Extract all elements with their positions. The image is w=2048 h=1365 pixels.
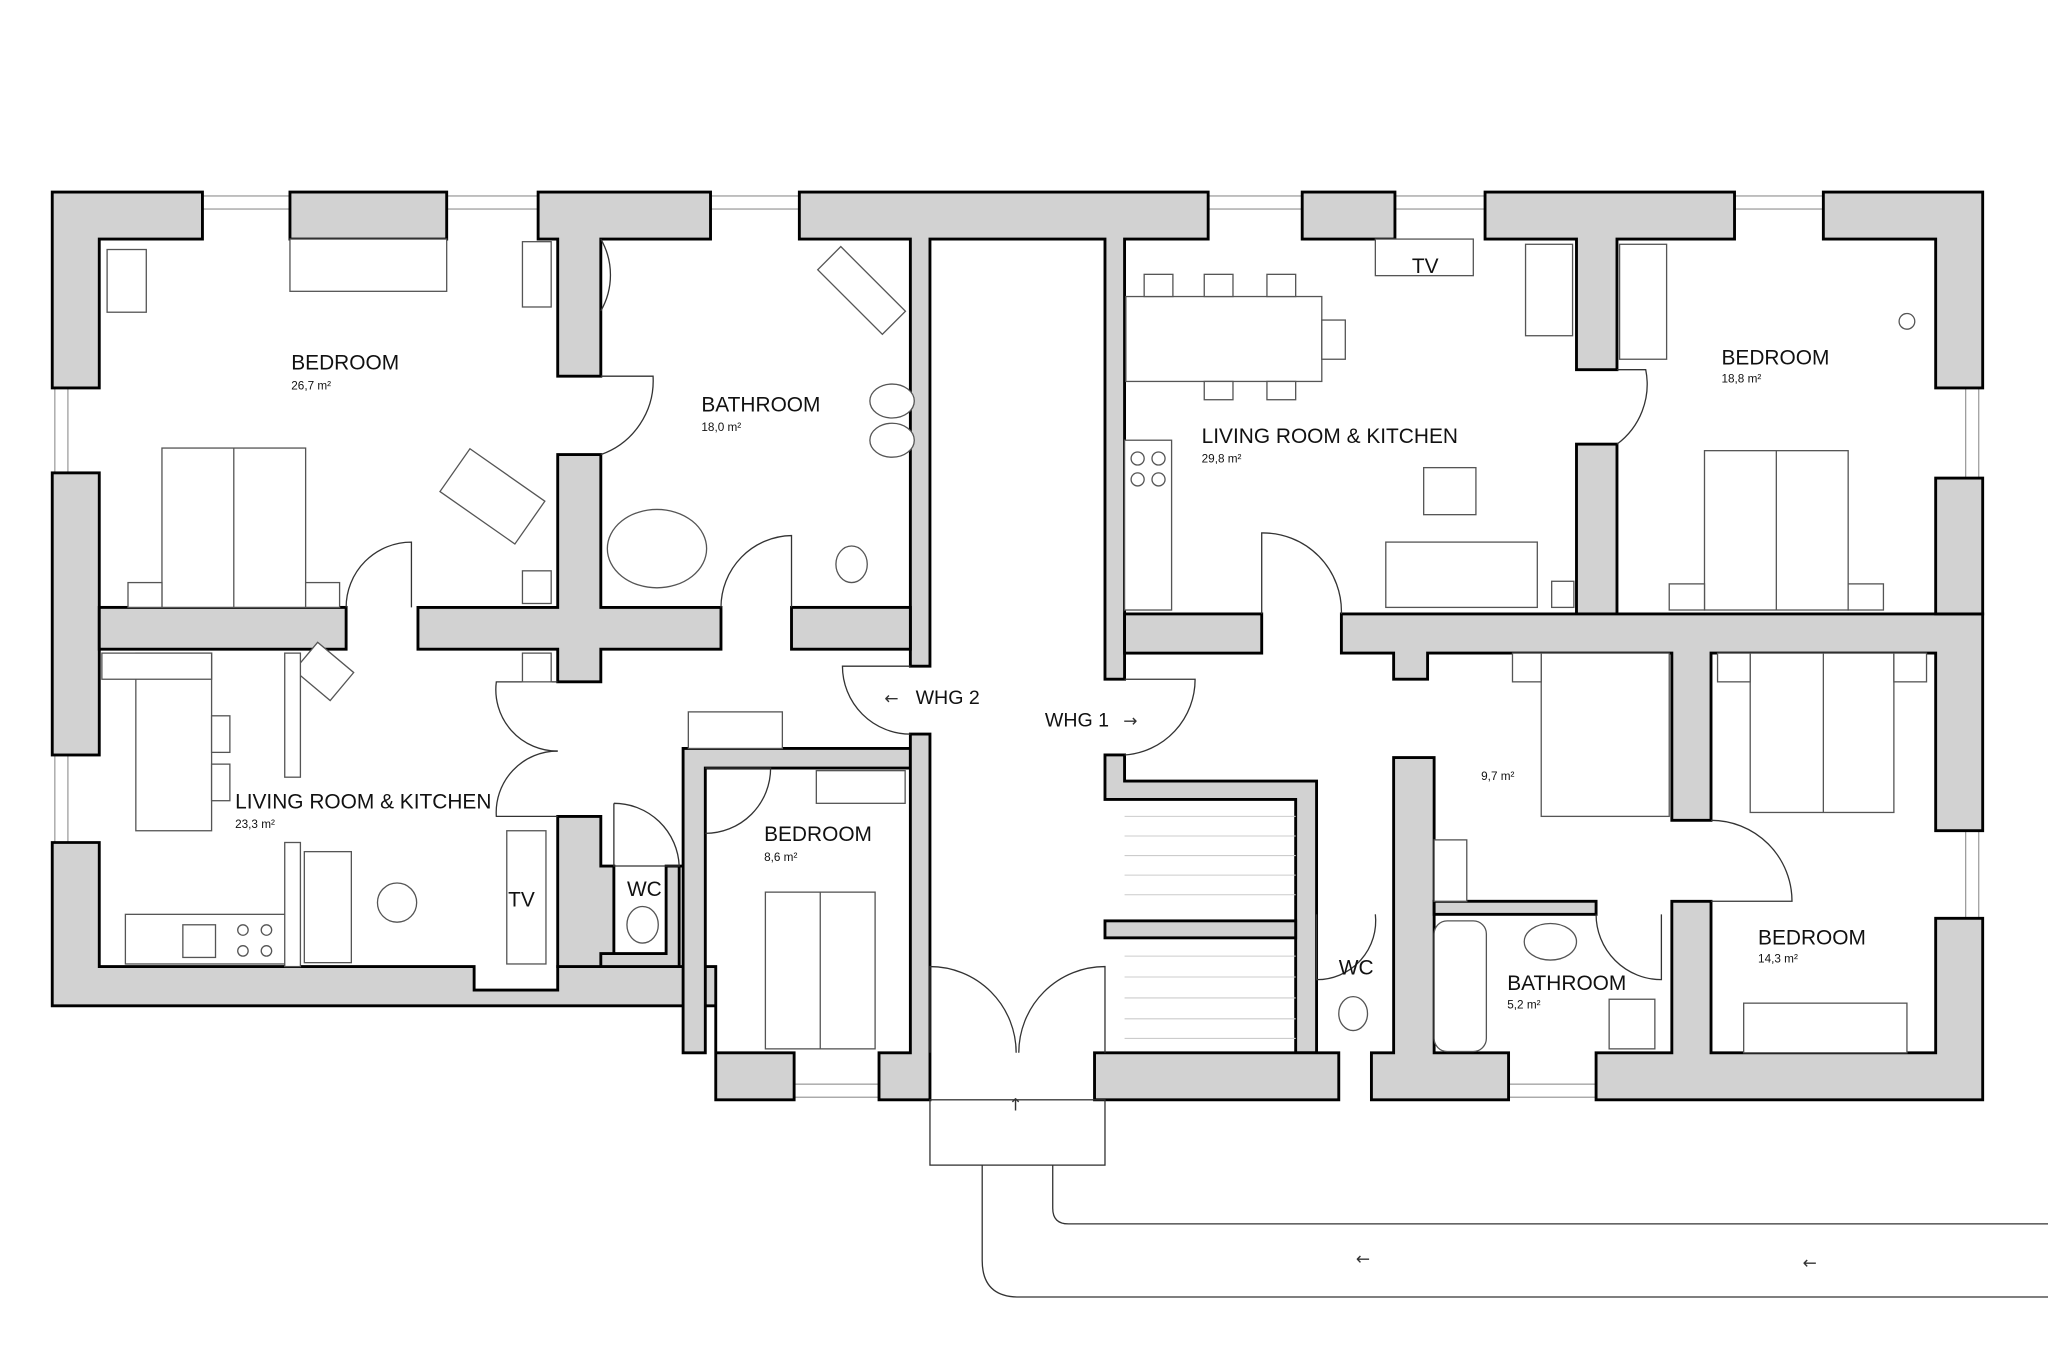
kitchen-counter bbox=[135, 652, 213, 832]
room-area: 29,8 m² bbox=[1202, 452, 1242, 465]
room-name: WC bbox=[627, 878, 662, 901]
tv-stand bbox=[506, 830, 547, 965]
room-area: 18,0 m² bbox=[701, 421, 741, 434]
doors[interactable] bbox=[345, 238, 1793, 1053]
toilet bbox=[835, 545, 868, 584]
arrow-up-icon: ↑ bbox=[1008, 1095, 1022, 1115]
arrow-right-icon: → bbox=[1123, 711, 1137, 731]
bathtub bbox=[1433, 920, 1488, 1053]
room-name: BEDROOM bbox=[764, 823, 872, 846]
room-name: BEDROOM bbox=[1758, 926, 1866, 949]
coffee-table bbox=[376, 882, 418, 923]
room-name: BEDROOM bbox=[291, 352, 399, 375]
room-name: BATHROOM bbox=[1507, 972, 1626, 995]
room-name: BEDROOM bbox=[1721, 346, 1829, 369]
room-name: WC bbox=[1339, 956, 1374, 979]
sofa bbox=[303, 850, 352, 964]
room-area: 14,3 m² bbox=[1758, 953, 1798, 966]
tv-stand bbox=[1374, 238, 1474, 277]
arrow-left-icon: ← bbox=[884, 689, 898, 709]
windows bbox=[54, 195, 1980, 1098]
entrance-path bbox=[929, 1099, 2048, 1298]
room-area: 8,6 m² bbox=[764, 851, 797, 864]
room-area: 9,7 m² bbox=[1481, 770, 1514, 783]
room-name: LIVING ROOM & KITCHEN bbox=[1202, 425, 1458, 448]
unit-label-whg1: WHG 1 bbox=[1045, 709, 1109, 731]
tv-label: TV bbox=[1412, 255, 1439, 278]
sink bbox=[1523, 922, 1578, 961]
room-area: 26,7 m² bbox=[291, 379, 331, 392]
room-labels: BEDROOM 26,7 m² BATHROOM 18,0 m² LIVING … bbox=[235, 255, 1866, 1273]
staircase bbox=[1124, 815, 1296, 1039]
room-area: 5,2 m² bbox=[1507, 998, 1540, 1011]
room-area: 23,3 m² bbox=[235, 818, 275, 831]
room-name: LIVING ROOM & KITCHEN bbox=[235, 791, 491, 814]
bathtub bbox=[606, 508, 708, 589]
sofa bbox=[1385, 541, 1538, 609]
dining-table bbox=[1125, 295, 1323, 383]
wardrobe bbox=[1540, 652, 1670, 818]
tv-label: TV bbox=[508, 889, 535, 912]
arrow-left-icon: ← bbox=[1356, 1249, 1370, 1269]
walls bbox=[50, 190, 1985, 1102]
bed bbox=[1749, 652, 1895, 814]
side-table bbox=[1423, 466, 1477, 516]
dresser bbox=[289, 238, 448, 292]
kitchen-counter bbox=[1123, 439, 1173, 611]
furniture bbox=[101, 238, 1928, 1054]
unit-label-whg2: WHG 2 bbox=[916, 687, 980, 709]
arrow-left-icon: ← bbox=[1802, 1253, 1816, 1273]
room-area: 18,8 m² bbox=[1721, 373, 1761, 386]
room-name: BATHROOM bbox=[701, 393, 820, 416]
